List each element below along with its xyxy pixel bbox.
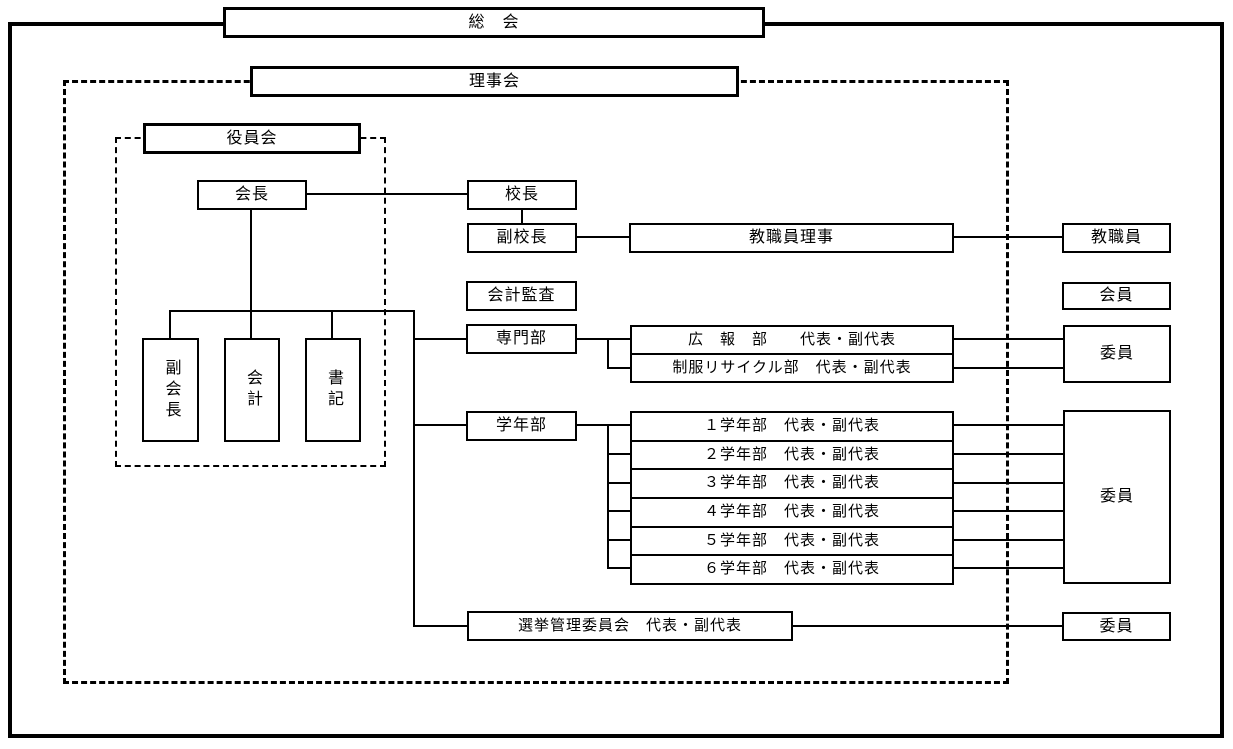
connector-line — [953, 482, 1063, 484]
connector-line — [521, 209, 523, 223]
box-principal: 校長 — [467, 180, 577, 210]
connector-line — [953, 453, 1063, 455]
box-uniform-recycle-row: 制服リサイクル部 代表・副代表 — [630, 353, 954, 383]
connector-line — [577, 236, 629, 238]
connector-line — [607, 539, 630, 541]
box-members: 会員 — [1062, 282, 1171, 310]
box-grade-row: ６学年部 代表・副代表 — [630, 554, 954, 585]
box-vice-principal: 副校長 — [467, 223, 577, 253]
box-committee-election: 委員 — [1062, 612, 1171, 641]
box-general-meeting: 総 会 — [223, 7, 765, 38]
connector-line — [953, 424, 1063, 426]
box-election-committee: 選挙管理委員会 代表・副代表 — [467, 611, 793, 641]
connector-line — [607, 482, 630, 484]
connector-line — [250, 310, 252, 338]
box-accounting-audit: 会計監査 — [466, 281, 577, 311]
box-grade-row: ２学年部 代表・副代表 — [630, 440, 954, 470]
box-grade-row: ４学年部 代表・副代表 — [630, 497, 954, 528]
connector-line — [953, 338, 1063, 340]
connector-line — [250, 209, 252, 312]
connector-line — [953, 367, 1063, 369]
box-committee-specialty: 委員 — [1063, 325, 1171, 383]
connector-line — [953, 236, 1062, 238]
box-specialty-dept: 専門部 — [466, 324, 577, 354]
connector-line — [169, 310, 171, 338]
connector-line — [607, 453, 630, 455]
connector-line — [413, 424, 466, 426]
box-board-of-directors: 理事会 — [250, 66, 739, 97]
connector-line — [413, 338, 466, 340]
connector-line — [607, 338, 609, 369]
box-treasurer: 会計 — [224, 338, 280, 442]
box-grade-dept: 学年部 — [466, 411, 577, 441]
connector-line — [953, 567, 1063, 569]
box-faculty: 教職員 — [1062, 223, 1171, 253]
connector-line — [306, 193, 467, 195]
connector-line — [576, 338, 630, 340]
box-president: 会長 — [197, 180, 307, 210]
connector-line — [953, 539, 1063, 541]
connector-line — [607, 424, 609, 569]
box-grade-row: ５学年部 代表・副代表 — [630, 526, 954, 556]
box-pr-dept-row: 広 報 部 代表・副代表 — [630, 325, 954, 355]
box-committee-grade: 委員 — [1063, 410, 1171, 584]
box-officers-board: 役員会 — [143, 123, 361, 154]
connector-line — [331, 310, 333, 338]
box-vice-president: 副会長 — [142, 338, 199, 442]
connector-line — [413, 310, 415, 627]
connector-line — [576, 424, 630, 426]
connector-line — [170, 310, 415, 312]
connector-line — [607, 510, 630, 512]
connector-line — [413, 625, 467, 627]
connector-line — [953, 510, 1063, 512]
connector-line — [607, 567, 630, 569]
connector-line — [607, 367, 630, 369]
box-secretary: 書記 — [305, 338, 361, 442]
connector-line — [792, 625, 1062, 627]
box-grade-row: １学年部 代表・副代表 — [630, 411, 954, 442]
box-grade-row: ３学年部 代表・副代表 — [630, 468, 954, 499]
box-faculty-directors: 教職員理事 — [629, 223, 954, 253]
